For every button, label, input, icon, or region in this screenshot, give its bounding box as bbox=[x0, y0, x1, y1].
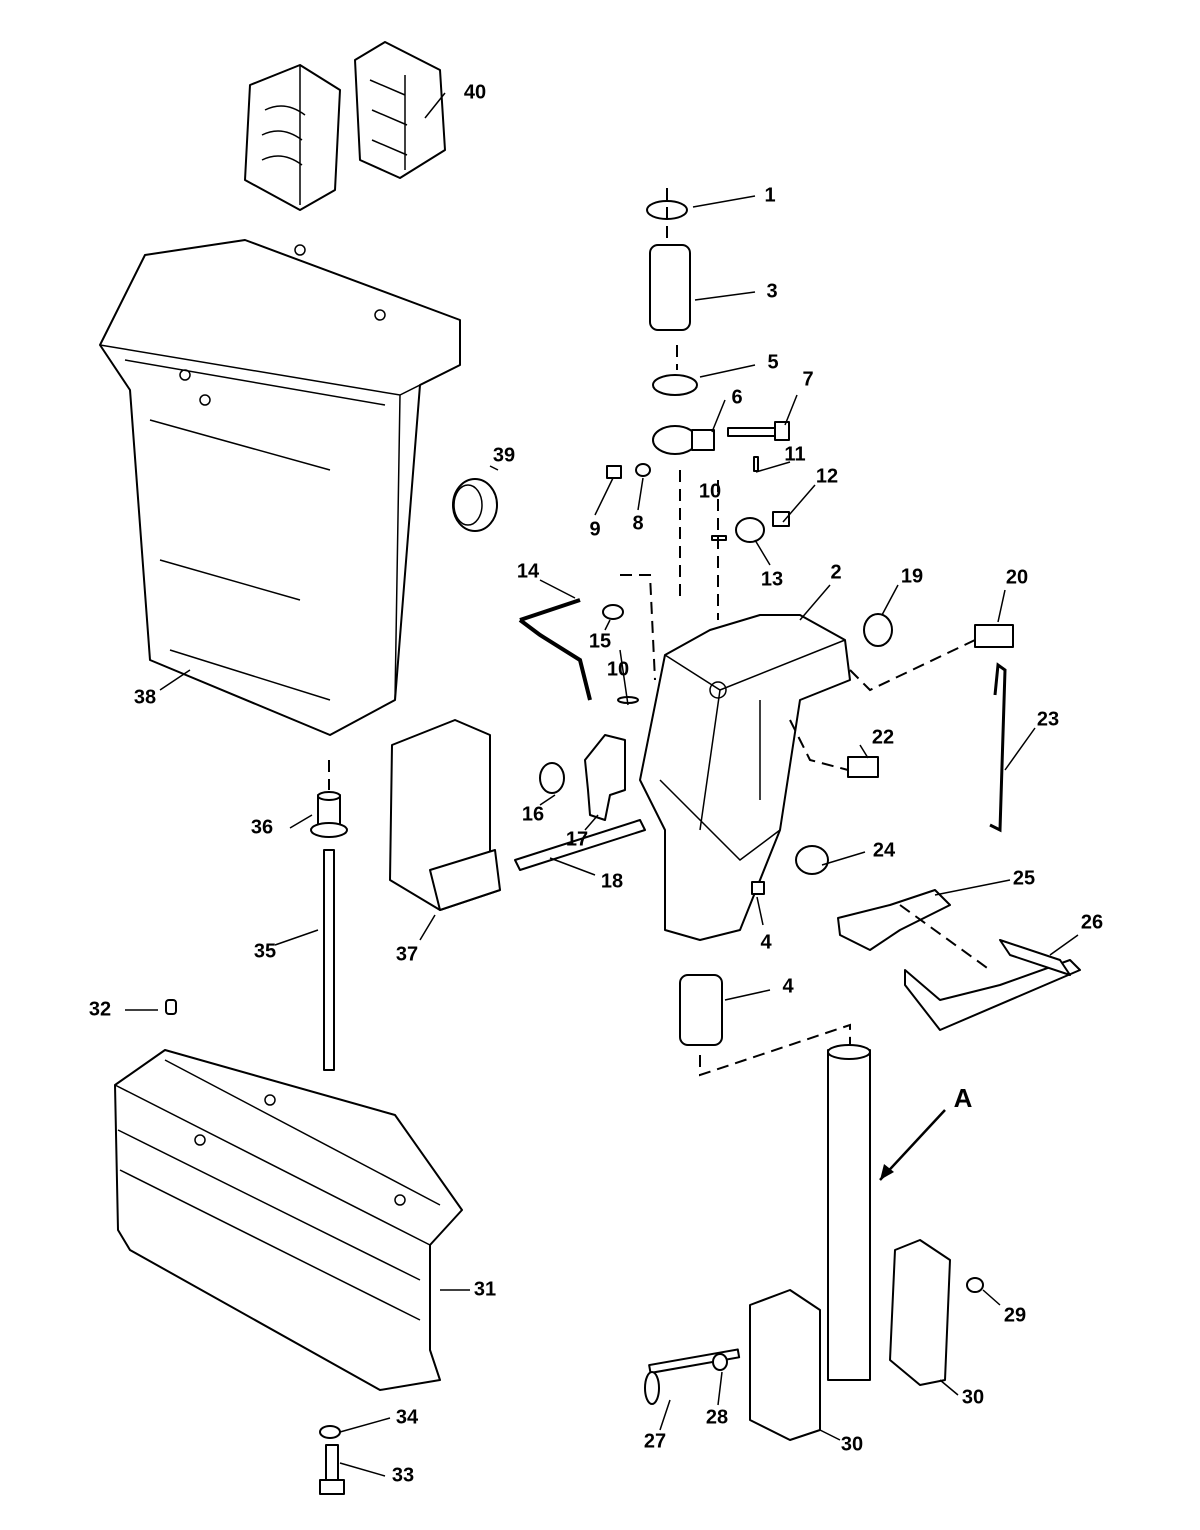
label-13: 13 bbox=[761, 568, 783, 590]
label-31: 31 bbox=[474, 1278, 496, 1300]
grommet bbox=[310, 791, 348, 838]
label-14: 14 bbox=[517, 560, 540, 582]
label-7: 7 bbox=[802, 368, 813, 390]
lockwasher bbox=[635, 463, 651, 477]
tube-A bbox=[827, 1044, 871, 1381]
label-26: 26 bbox=[1081, 911, 1103, 933]
cover-right bbox=[354, 41, 446, 179]
cover-left bbox=[244, 64, 341, 211]
decal-20 bbox=[974, 624, 1014, 648]
label-6: 6 bbox=[731, 386, 742, 408]
label-2: 2 bbox=[830, 561, 841, 583]
label-38: 38 bbox=[134, 686, 156, 708]
label-9: 9 bbox=[589, 518, 600, 540]
label-32: 32 bbox=[89, 998, 111, 1020]
label-18: 18 bbox=[601, 870, 623, 892]
nut-29 bbox=[966, 1277, 984, 1293]
clamp-30-right bbox=[889, 1239, 951, 1386]
label-A: A bbox=[954, 1083, 973, 1113]
label-35: 35 bbox=[254, 940, 276, 962]
exhaust-block bbox=[389, 719, 501, 911]
bushing-15 bbox=[602, 604, 624, 620]
link-rod bbox=[518, 598, 592, 701]
label-25: 25 bbox=[1013, 867, 1035, 889]
label-8: 8 bbox=[632, 512, 643, 534]
label-3: 3 bbox=[766, 280, 777, 302]
grease-fitting bbox=[751, 881, 765, 895]
label-28: 28 bbox=[706, 1406, 728, 1428]
pin-18 bbox=[514, 819, 646, 871]
handle-26 bbox=[904, 939, 1081, 1031]
swivel-bracket bbox=[639, 614, 851, 941]
label-10: 10 bbox=[699, 480, 721, 502]
label-15: 15 bbox=[589, 630, 611, 652]
label-20: 20 bbox=[1006, 566, 1028, 588]
label-4b: 4 bbox=[782, 975, 794, 997]
clamp bbox=[652, 425, 715, 455]
label-29: 29 bbox=[1004, 1304, 1026, 1326]
pin bbox=[165, 999, 177, 1015]
label-5: 5 bbox=[767, 351, 778, 373]
bushing bbox=[649, 244, 691, 331]
knob bbox=[772, 511, 790, 527]
decal-22 bbox=[847, 756, 879, 778]
label-1: 1 bbox=[764, 184, 775, 206]
ring bbox=[652, 374, 698, 396]
label-17: 17 bbox=[566, 828, 588, 850]
label-36: 36 bbox=[251, 816, 273, 838]
label-30a: 30 bbox=[841, 1433, 863, 1455]
washer bbox=[319, 1425, 341, 1439]
label-16: 16 bbox=[522, 803, 544, 825]
washer-28 bbox=[712, 1353, 728, 1371]
label-27: 27 bbox=[644, 1430, 666, 1452]
bushing-4 bbox=[679, 974, 723, 1046]
label-10b: 10 bbox=[607, 658, 629, 680]
water-tube bbox=[323, 849, 335, 1071]
label-37: 37 bbox=[396, 943, 418, 965]
label-30b: 30 bbox=[962, 1386, 984, 1408]
spring-23 bbox=[989, 662, 1007, 833]
label-19: 19 bbox=[901, 565, 923, 587]
label-40: 40 bbox=[464, 81, 486, 103]
washer-19 bbox=[863, 613, 893, 647]
bracket-25 bbox=[837, 889, 951, 951]
cotter-pin bbox=[753, 456, 759, 472]
bolt bbox=[319, 1444, 345, 1495]
label-12: 12 bbox=[816, 465, 838, 487]
lower-housing bbox=[114, 1049, 463, 1391]
label-23: 23 bbox=[1037, 708, 1059, 730]
washer-16 bbox=[539, 762, 565, 794]
label-22: 22 bbox=[872, 726, 894, 748]
label-33: 33 bbox=[392, 1464, 414, 1486]
label-4a: 4 bbox=[760, 931, 772, 953]
friction-block bbox=[735, 517, 765, 543]
bracket-17 bbox=[584, 734, 626, 821]
driveshaft-housing bbox=[99, 239, 461, 736]
clamp-30-left bbox=[749, 1289, 821, 1441]
label-24: 24 bbox=[873, 839, 896, 861]
screw bbox=[727, 421, 790, 441]
spring-24 bbox=[795, 845, 829, 875]
label-39: 39 bbox=[493, 444, 515, 466]
label-11: 11 bbox=[784, 443, 805, 465]
plug bbox=[452, 478, 498, 532]
nut bbox=[606, 465, 622, 479]
label-34: 34 bbox=[396, 1406, 419, 1428]
